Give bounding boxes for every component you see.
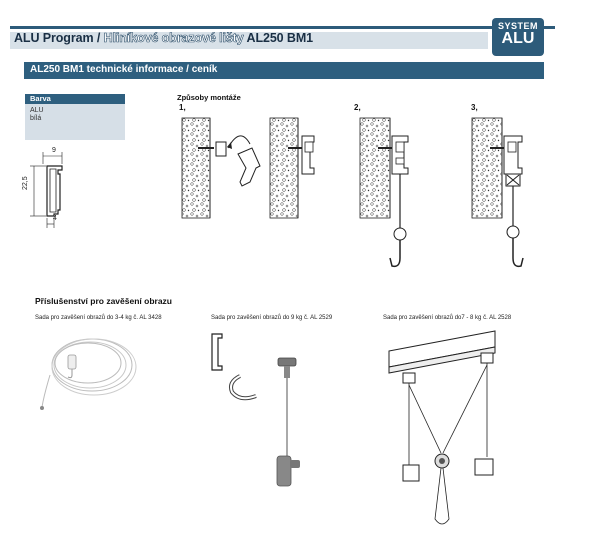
montaz-step-3: 3, [471, 103, 478, 112]
accessories-heading: Příslušenství pro zavěšení obrazu [35, 296, 172, 306]
accessory-1-image [40, 338, 137, 410]
profile-cross-section [30, 152, 63, 228]
accessory-1-label: Sada pro zavěšení obrazů do 3-4 kg č. AL… [35, 315, 162, 321]
barva-item-alu: ALU [30, 107, 44, 114]
accessory-2-image [211, 333, 300, 487]
page-title: ALU Program / Hliníkové obrazové lišty A… [14, 31, 314, 46]
dim-bottom-label: 4 [53, 215, 57, 222]
logo-bottom-text: ALU [501, 30, 535, 47]
montaz-step-1: 1, [179, 103, 186, 112]
wall-2 [269, 117, 299, 219]
dim-width-label: 9 [52, 147, 56, 154]
barva-list: ALU bílá [25, 104, 125, 140]
montaz-heading: Způsoby montáže [177, 93, 241, 102]
montaz-illustrations [181, 117, 524, 268]
barva-item-bila: bílá [30, 115, 42, 122]
accessory-2-label: Sada pro zavěšení obrazů do 9 kg č. AL 2… [211, 315, 333, 321]
page-title-part3: AL250 BM1 [243, 31, 314, 45]
page-title-part1: ALU Program / [14, 31, 104, 45]
wall-1 [181, 117, 211, 219]
header-top-rule [10, 26, 555, 29]
barva-heading-bar: Barva [25, 94, 125, 104]
barva-heading: Barva [30, 94, 51, 103]
wall-4 [471, 117, 503, 219]
system-alu-logo: SYSTEM ALU [492, 18, 544, 56]
montaz-step-2: 2, [354, 103, 361, 112]
dim-height-label: 22,5 [22, 176, 29, 190]
header-band [10, 32, 488, 49]
subheader-title: AL250 BM1 technické informace / ceník [30, 64, 218, 75]
page-title-part2: Hliníkové obrazové lišty [103, 31, 244, 46]
accessory-3-image [388, 330, 496, 525]
logo-top-text: SYSTEM [497, 21, 538, 31]
subheader-band [24, 62, 544, 79]
wall-3 [359, 117, 391, 219]
accessory-3-label: Sada pro zavěšení obrazů do7 - 8 kg č. A… [383, 315, 512, 321]
